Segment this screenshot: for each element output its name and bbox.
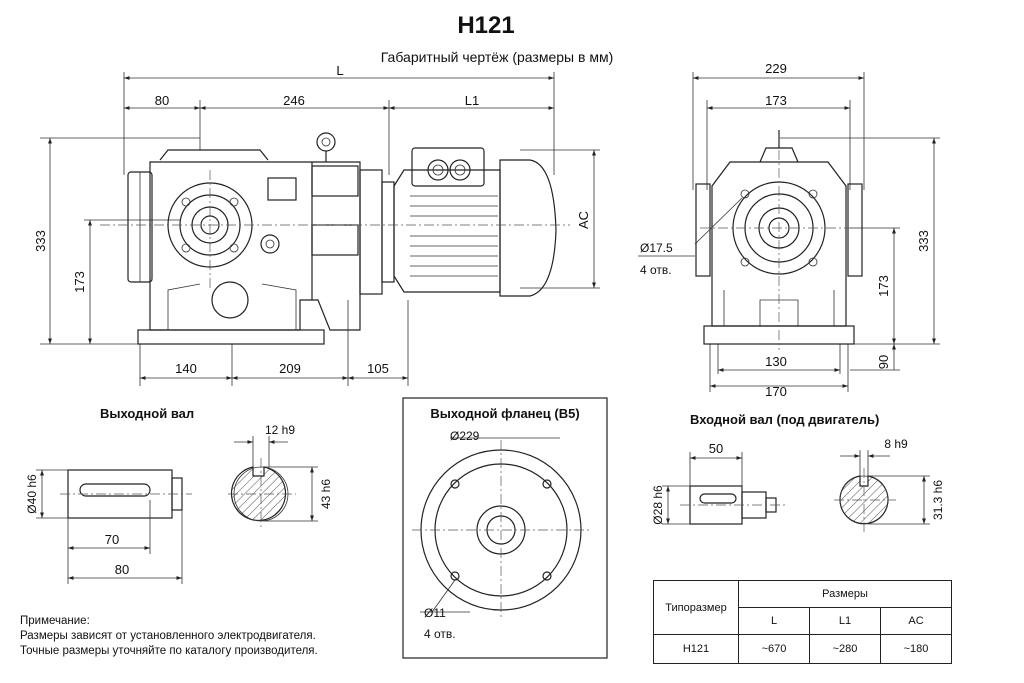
dim-246: 246 <box>283 93 305 108</box>
table-header-L1: L1 <box>809 607 881 635</box>
dim-side-90: 90 <box>876 355 891 369</box>
flange-dia: Ø229 <box>450 429 480 443</box>
dim-140: 140 <box>175 361 197 376</box>
dim-side-hole-dia: Ø17.5 <box>640 241 673 255</box>
sizes-table: Типоразмер Размеры L L1 AC H121 ~670 ~28… <box>653 580 952 664</box>
table-header-type: Типоразмер <box>653 580 739 635</box>
dim-side-333: 333 <box>916 230 931 252</box>
dim-173: 173 <box>72 271 87 293</box>
dim-side-173b: 173 <box>876 275 891 297</box>
table-header-AC: AC <box>880 607 952 635</box>
note-line-1: Размеры зависят от установленного электр… <box>20 630 316 642</box>
table-cell-L: ~670 <box>738 634 810 664</box>
flange-view <box>412 437 590 620</box>
output-shaft-view <box>36 436 318 584</box>
dim-side-130: 130 <box>765 354 787 369</box>
flange-hole-dia: Ø11 <box>424 606 446 620</box>
dim-209: 209 <box>279 361 301 376</box>
dim-AC: AC <box>576 211 591 229</box>
dim-side-170: 170 <box>765 384 787 399</box>
dim-side-173: 173 <box>765 93 787 108</box>
note-block: Примечание: Размеры зависят от установле… <box>20 614 318 659</box>
side-view <box>638 72 940 392</box>
input-shaft-height: 31.3 h6 <box>931 480 945 520</box>
output-shaft-dia: Ø40 h6 <box>25 474 39 514</box>
table-row: H121 ~670 ~280 ~180 <box>653 634 952 664</box>
table-header-group: Размеры <box>738 580 952 608</box>
output-shaft-len-80: 80 <box>115 562 129 577</box>
output-shaft-title: Выходной вал <box>100 406 194 421</box>
dim-L1: L1 <box>465 93 479 108</box>
input-shaft-len-50: 50 <box>709 441 723 456</box>
table-cell-L1: ~280 <box>809 634 881 664</box>
drawing-title: H121 <box>457 12 514 39</box>
flange-hole-count: 4 отв. <box>424 627 456 641</box>
dim-side-229: 229 <box>765 61 787 76</box>
flange-title: Выходной фланец (B5) <box>430 406 579 421</box>
input-shaft-key: 8 h9 <box>884 437 908 451</box>
dim-side-hole-count: 4 отв. <box>640 263 672 277</box>
output-shaft-key: 12 h9 <box>265 423 295 437</box>
output-shaft-len-70: 70 <box>105 532 119 547</box>
note-line-2: Точные размеры уточняйте по каталогу про… <box>20 645 318 657</box>
input-shaft-title: Входной вал (под двигатель) <box>690 412 879 427</box>
note-heading: Примечание: <box>20 615 90 627</box>
front-view <box>40 72 600 386</box>
dim-80: 80 <box>155 93 169 108</box>
drawing-subtitle: Габаритный чертёж (размеры в мм) <box>381 49 613 65</box>
table-header-L: L <box>738 607 810 635</box>
dim-105: 105 <box>367 361 389 376</box>
input-shaft-dia: Ø28 h6 <box>651 485 665 525</box>
table-cell-AC: ~180 <box>880 634 952 664</box>
table-cell-type: H121 <box>653 634 739 664</box>
output-shaft-height: 43 h6 <box>319 479 333 509</box>
dim-L: L <box>336 63 343 78</box>
dim-333: 333 <box>33 230 48 252</box>
flange-frame <box>402 397 608 659</box>
input-shaft-view <box>662 450 930 532</box>
